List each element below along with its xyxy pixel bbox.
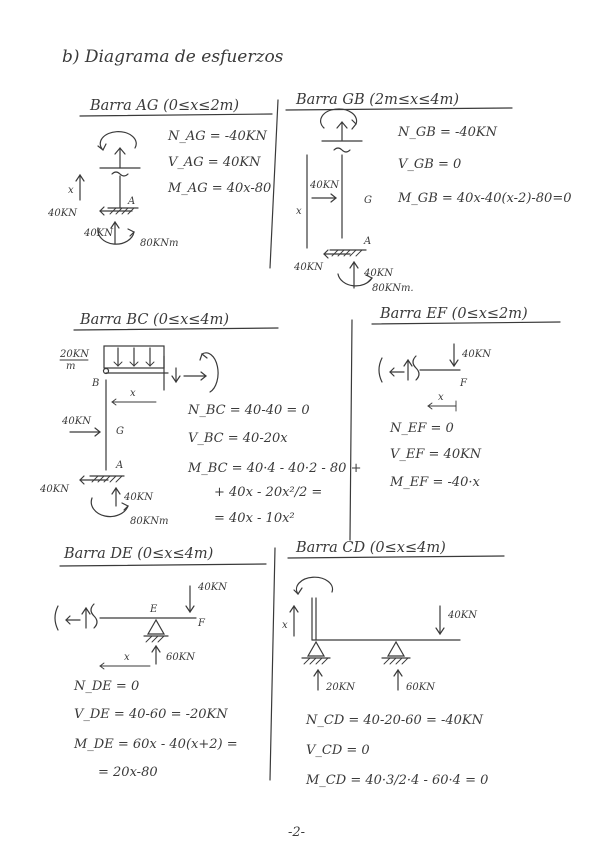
svg-text:40KN: 40KN — [61, 416, 92, 427]
section-barra-de: Barra DE (0≤x≤4m) E 40KN F 60KN x N_DE — [54, 546, 267, 780]
svg-text:F: F — [459, 378, 468, 389]
svg-text:M_DE = 60x - 40(x+2) =: M_DE = 60x - 40(x+2) = — [73, 737, 238, 752]
svg-text:M_EF = -40·x: M_EF = -40·x — [389, 475, 481, 490]
svg-text:40KN: 40KN — [363, 268, 394, 279]
svg-text:x: x — [296, 206, 302, 217]
heading-barra-gb: Barra GB (2m≤x≤4m) — [295, 92, 459, 108]
svg-text:M_CD = 40·3/2·4 - 60·4 = 0: M_CD = 40·3/2·4 - 60·4 = 0 — [305, 773, 488, 788]
svg-text:x: x — [438, 392, 444, 403]
svg-text:x: x — [282, 620, 288, 631]
svg-text:40KN: 40KN — [309, 180, 340, 191]
diagram-barra-de: E 40KN F 60KN x — [54, 582, 228, 670]
svg-text:80KNm: 80KNm — [130, 516, 168, 527]
svg-text:E: E — [149, 604, 158, 615]
svg-text:M_BC = 40·4 - 40·2 - 80 +: M_BC = 40·4 - 40·2 - 80 + — [187, 461, 361, 476]
svg-text:A: A — [115, 460, 123, 471]
svg-text:40KN: 40KN — [39, 484, 70, 495]
svg-text:A: A — [127, 196, 135, 207]
svg-text:x: x — [68, 185, 74, 196]
section-barra-gb: Barra GB (2m≤x≤4m) 40KN G x A 40KN 40KN — [285, 92, 572, 294]
svg-text:N_CD = 40-20-60 = -40KN: N_CD = 40-20-60 = -40KN — [305, 713, 484, 728]
svg-text:V_GB = 0: V_GB = 0 — [398, 157, 461, 172]
svg-text:N_EF = 0: N_EF = 0 — [389, 421, 454, 436]
section-barra-ag: Barra AG (0≤x≤2m) x A 40KN 40KN 80KN — [47, 98, 273, 249]
svg-text:N_AG = -40KN: N_AG = -40KN — [167, 129, 267, 144]
svg-text:V_AG = 40KN: V_AG = 40KN — [168, 155, 261, 170]
svg-text:B: B — [91, 378, 99, 389]
heading-barra-ef: Barra EF (0≤x≤2m) — [379, 306, 528, 322]
svg-text:40KN: 40KN — [123, 492, 154, 503]
svg-text:A: A — [363, 236, 371, 247]
svg-text:20KN: 20KN — [59, 349, 90, 360]
svg-text:V_CD = 0: V_CD = 0 — [306, 743, 370, 758]
diagram-barra-ef: 40KN F x — [378, 343, 492, 412]
divider-bottom — [269, 547, 276, 781]
diagram-barra-ag: x A 40KN 40KN 80KNm — [47, 131, 178, 249]
divider-middle — [349, 319, 353, 541]
svg-text:40KN: 40KN — [197, 582, 228, 593]
svg-text:40KN: 40KN — [293, 262, 324, 273]
svg-text:+ 40x - 20x²/2 =: + 40x - 20x²/2 = — [214, 485, 322, 500]
svg-text:N_DE = 0: N_DE = 0 — [73, 679, 139, 694]
svg-text:m: m — [66, 361, 75, 372]
svg-text:= 40x - 10x²: = 40x - 10x² — [214, 511, 295, 526]
svg-text:x: x — [130, 388, 136, 399]
page-heading: b) Diagrama de esfuerzos — [62, 47, 284, 67]
svg-text:N_GB = -40KN: N_GB = -40KN — [397, 125, 498, 140]
svg-text:N_BC = 40-40 = 0: N_BC = 40-40 = 0 — [187, 403, 310, 418]
svg-text:20KN: 20KN — [325, 682, 356, 693]
svg-text:x: x — [124, 652, 130, 663]
svg-text:M_GB = 40x-40(x-2)-80=0: M_GB = 40x-40(x-2)-80=0 — [397, 191, 572, 206]
diagram-barra-cd: x 40KN 20KN 60KN — [282, 576, 478, 693]
section-barra-ef: Barra EF (0≤x≤2m) 40KN F x N_EF = 0 V_EF… — [371, 306, 561, 490]
svg-text:40KN: 40KN — [461, 349, 492, 360]
heading-barra-bc: Barra BC (0≤x≤4m) — [79, 312, 229, 328]
svg-text:V_EF = 40KN: V_EF = 40KN — [390, 447, 482, 462]
svg-text:60KN: 60KN — [166, 652, 196, 663]
diagram-barra-bc: 20KN m B x 40KN G A — [39, 345, 219, 527]
svg-text:F: F — [197, 618, 206, 629]
page-number: -2- — [288, 825, 305, 840]
section-barra-cd: Barra CD (0≤x≤4m) x 40KN 20KN 60K — [282, 540, 505, 788]
svg-text:V_DE = 40-60 = -20KN: V_DE = 40-60 = -20KN — [74, 707, 228, 722]
svg-text:G: G — [116, 426, 124, 437]
svg-text:40KN: 40KN — [47, 208, 78, 219]
heading-barra-ag: Barra AG (0≤x≤2m) — [89, 98, 239, 114]
svg-text:80KNm.: 80KNm. — [372, 283, 414, 294]
svg-text:40KN: 40KN — [447, 610, 478, 621]
heading-barra-de: Barra DE (0≤x≤4m) — [63, 546, 213, 562]
svg-text:= 20x-80: = 20x-80 — [98, 765, 158, 780]
svg-text:60KN: 60KN — [406, 682, 436, 693]
divider-top — [269, 99, 279, 269]
diagram-barra-gb: 40KN G x A 40KN 40KN 80KNm. — [293, 108, 414, 294]
heading-barra-cd: Barra CD (0≤x≤4m) — [295, 540, 446, 556]
section-barra-bc: Barra BC (0≤x≤4m) 20KN m B x 40KN — [39, 312, 361, 527]
svg-text:G: G — [364, 195, 372, 206]
svg-text:V_BC = 40-20x: V_BC = 40-20x — [188, 431, 288, 446]
svg-text:M_AG = 40x-80: M_AG = 40x-80 — [167, 181, 271, 196]
svg-text:80KNm: 80KNm — [140, 238, 178, 249]
